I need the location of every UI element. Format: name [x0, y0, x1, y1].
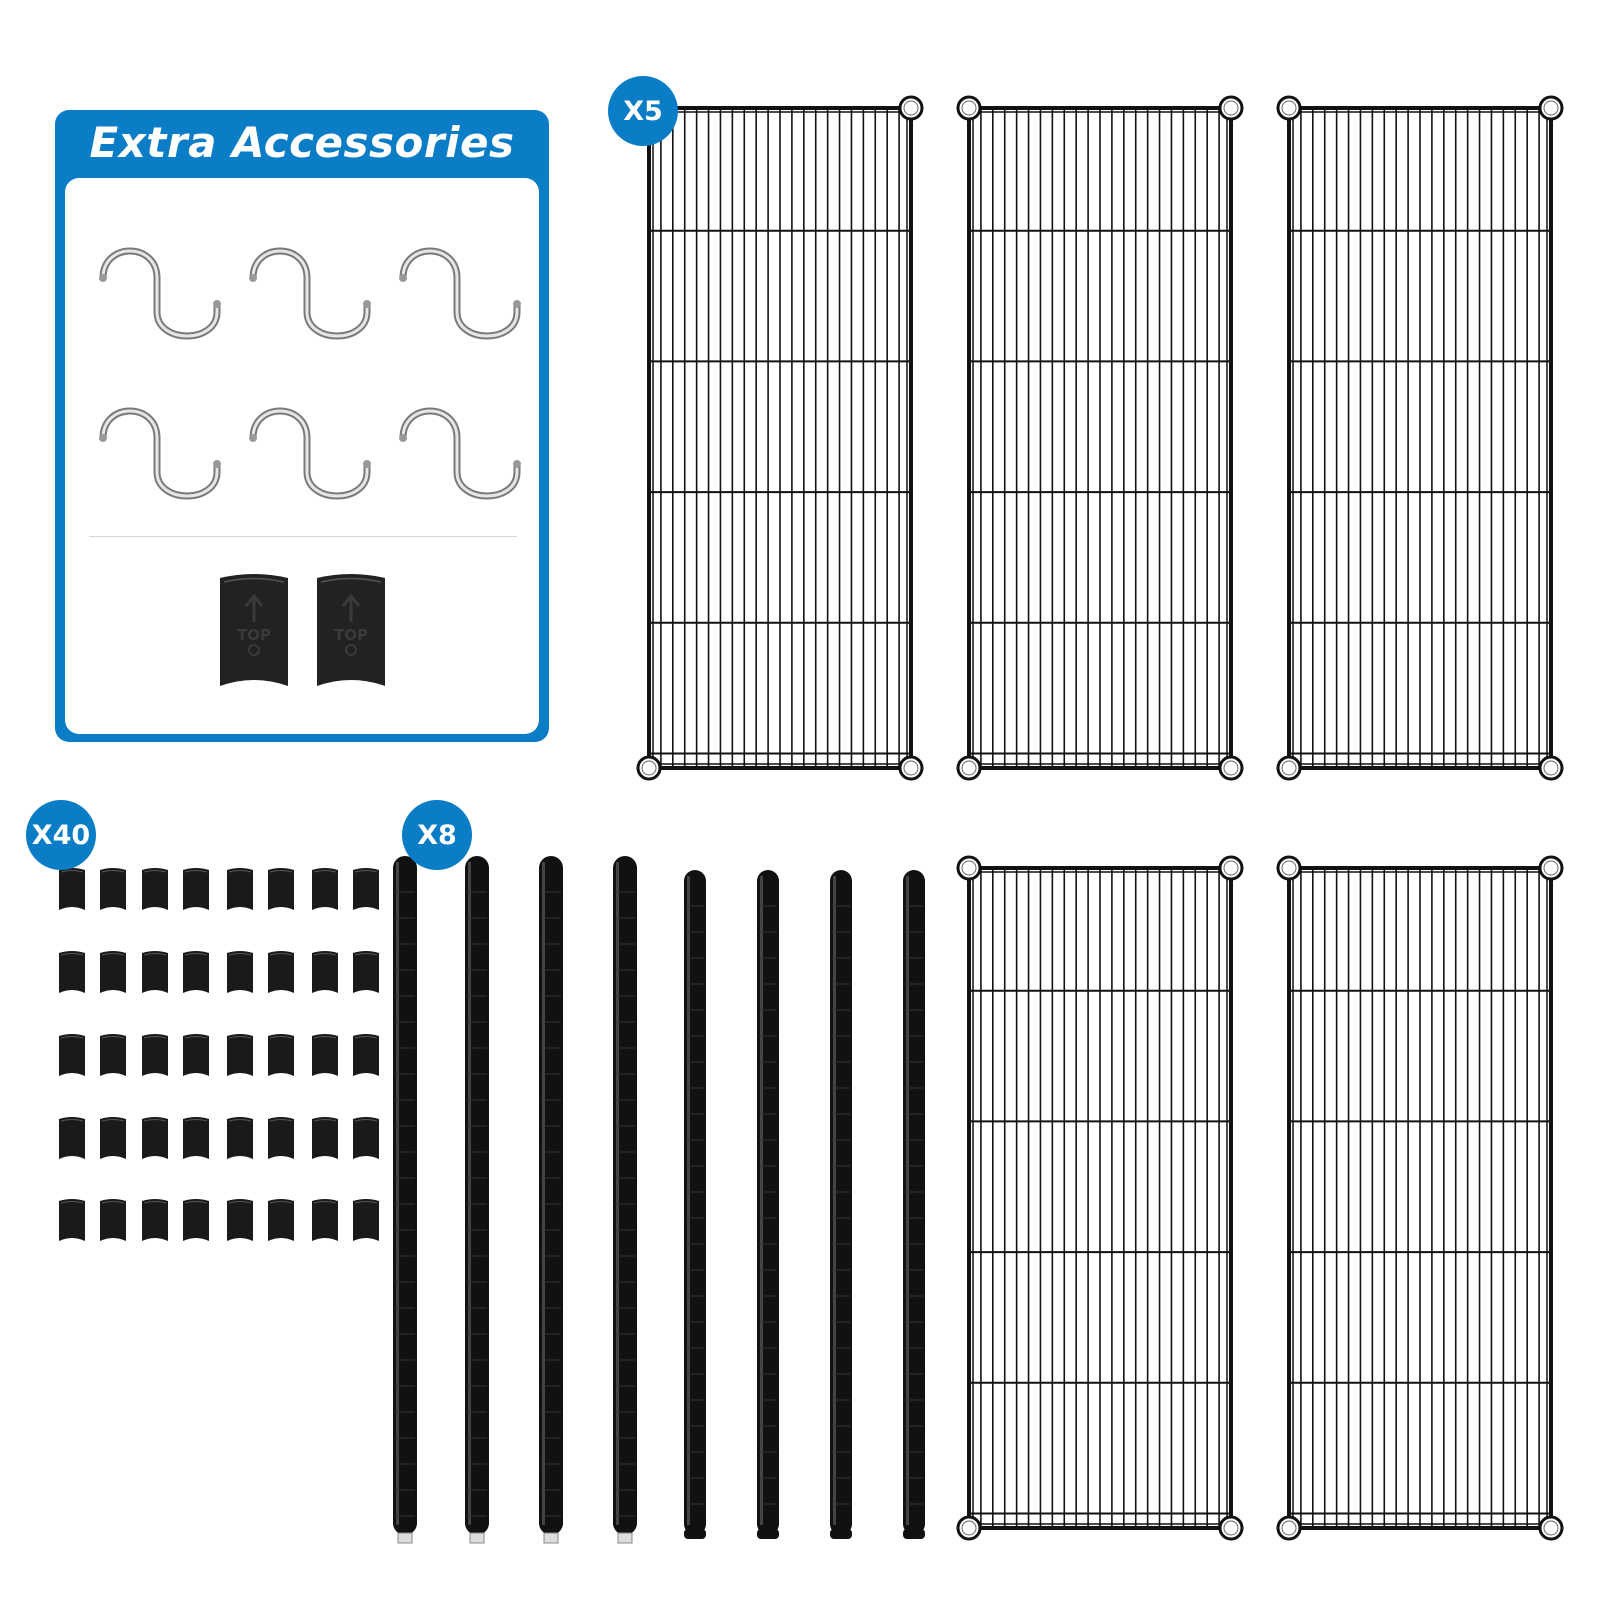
- sleeve-clip: [140, 1032, 170, 1076]
- sleeve-clip: [140, 949, 170, 993]
- shelf-pole: [757, 866, 779, 1545]
- accessories-divider: [89, 536, 517, 537]
- accessories-title: Extra Accessories: [89, 118, 515, 167]
- sleeve-clip: [181, 1032, 211, 1076]
- top-clip-icon: TOP: [315, 570, 387, 686]
- sleeve-clip: [266, 1032, 296, 1076]
- s-hook-icon: [245, 384, 375, 514]
- sleeve-clip: [225, 1115, 255, 1159]
- wire-shelf: [1276, 855, 1564, 1541]
- s-hook-icon: [95, 384, 225, 514]
- sleeve-clip: [98, 866, 128, 910]
- sleeve-clip: [57, 1115, 87, 1159]
- sleeve-clip: [140, 866, 170, 910]
- sleeve-clip: [310, 866, 340, 910]
- sleeve-clip: [181, 866, 211, 910]
- sleeve-clip: [225, 949, 255, 993]
- sleeve-clip: [140, 1197, 170, 1241]
- sleeve-clip: [181, 1197, 211, 1241]
- top-clip-icon: TOP: [218, 570, 290, 686]
- wire-shelf: [636, 95, 924, 781]
- clips-count-badge: X40: [26, 800, 96, 870]
- sleeve-clip: [351, 1197, 381, 1241]
- sleeve-clip: [351, 1115, 381, 1159]
- shelf-pole: [903, 866, 925, 1545]
- sleeve-clip: [225, 1197, 255, 1241]
- sleeve-clip: [310, 949, 340, 993]
- extra-accessories-panel: Extra Accessories TO: [55, 110, 549, 742]
- accessories-content: TOP TOP: [65, 178, 539, 734]
- svg-text:TOP: TOP: [334, 626, 368, 644]
- sleeve-clip: [98, 949, 128, 993]
- sleeve-clip: [266, 866, 296, 910]
- sleeve-clip: [181, 1115, 211, 1159]
- svg-text:TOP: TOP: [237, 626, 271, 644]
- sleeve-clip: [225, 866, 255, 910]
- sleeve-clip: [225, 1032, 255, 1076]
- sleeve-clip: [140, 1115, 170, 1159]
- shelves-count-badge: X5: [608, 76, 678, 146]
- shelf-pole: [613, 852, 637, 1545]
- s-hook-icon: [245, 224, 375, 354]
- wire-shelf: [956, 95, 1244, 781]
- shelf-pole: [830, 866, 852, 1545]
- sleeve-clip: [98, 1115, 128, 1159]
- sleeve-clip: [266, 1197, 296, 1241]
- sleeve-clip: [351, 1032, 381, 1076]
- sleeve-clip: [57, 1032, 87, 1076]
- sleeve-clip: [310, 1032, 340, 1076]
- sleeve-clip: [57, 949, 87, 993]
- sleeve-clip: [98, 1032, 128, 1076]
- shelf-pole: [465, 852, 489, 1545]
- sleeve-clip: [57, 1197, 87, 1241]
- sleeve-clip: [57, 866, 87, 910]
- poles-count-badge: X8: [402, 800, 472, 870]
- sleeve-clip: [266, 949, 296, 993]
- sleeve-clip: [266, 1115, 296, 1159]
- s-hook-icon: [95, 224, 225, 354]
- sleeve-clip: [310, 1115, 340, 1159]
- sleeve-clip: [351, 949, 381, 993]
- sleeve-clip: [181, 949, 211, 993]
- s-hook-icon: [395, 384, 525, 514]
- s-hook-icon: [395, 224, 525, 354]
- shelf-pole: [684, 866, 706, 1545]
- sleeve-clip: [310, 1197, 340, 1241]
- wire-shelf: [956, 855, 1244, 1541]
- shelf-pole: [393, 852, 417, 1545]
- wire-shelf: [1276, 95, 1564, 781]
- sleeve-clip: [98, 1197, 128, 1241]
- sleeve-clip: [351, 866, 381, 910]
- shelf-pole: [539, 852, 563, 1545]
